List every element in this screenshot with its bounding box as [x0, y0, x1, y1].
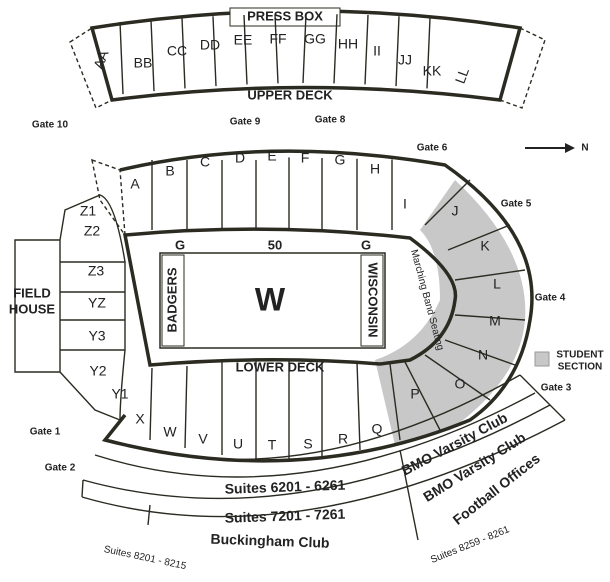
suites-7201-label: Suites 7201 - 7261: [224, 506, 345, 526]
upper-section-ll[interactable]: LL: [452, 65, 472, 85]
lower-section-t[interactable]: T: [268, 437, 277, 453]
upper-section-dd[interactable]: DD: [200, 37, 220, 53]
buckingham-club-label: Buckingham Club: [210, 531, 330, 551]
lower-section-r[interactable]: R: [338, 431, 348, 447]
lower-section-i[interactable]: I: [403, 196, 407, 212]
student-legend-line1: STUDENT: [556, 350, 603, 361]
field-logo: W: [255, 281, 286, 317]
lower-section-a[interactable]: A: [130, 176, 140, 192]
lower-section-n[interactable]: N: [478, 347, 488, 363]
field-house-label-2: HOUSE: [9, 301, 56, 316]
lower-section-p[interactable]: P: [410, 386, 419, 402]
gate-1: Gate 1: [30, 427, 61, 438]
suites-6201-label: Suites 6201 - 6261: [224, 477, 345, 497]
lower-deck-inner: [122, 227, 458, 367]
gate-6: Gate 6: [417, 143, 448, 154]
lower-section-x[interactable]: X: [135, 411, 145, 427]
lower-section-u[interactable]: U: [233, 436, 243, 452]
field-house-label-1: FIELD: [13, 285, 51, 300]
badgers-endzone: [161, 254, 185, 347]
lower-deck-outer: [101, 149, 534, 463]
football-field: [159, 252, 386, 349]
north-label: N: [581, 143, 588, 154]
goal-right-label: G: [361, 237, 371, 252]
student-legend-line2: SECTION: [558, 362, 602, 373]
suites-8201-label: Suites 8201 - 8215: [103, 544, 188, 572]
field-house-section-z1[interactable]: Z1: [80, 203, 97, 219]
upper-section-aa[interactable]: AA: [90, 47, 112, 71]
lower-section-q[interactable]: Q: [372, 421, 383, 437]
upper-section-hh[interactable]: HH: [338, 36, 358, 52]
lower-section-h[interactable]: H: [370, 161, 380, 177]
lower-deck-label: LOWER DECK: [236, 359, 325, 374]
fifty-yard-label: 50: [268, 237, 282, 252]
upper-section-ee[interactable]: EE: [234, 32, 253, 48]
field-house-section-y2[interactable]: Y2: [89, 363, 106, 379]
press-box-label: PRESS BOX: [247, 8, 323, 23]
upper-section-jj[interactable]: JJ: [398, 52, 412, 68]
upper-section-ff[interactable]: FF: [269, 31, 286, 47]
lower-section-g[interactable]: G: [335, 152, 346, 168]
lower-section-c[interactable]: C: [200, 154, 210, 170]
goal-left-label: G: [175, 237, 185, 252]
field-house-section-y1[interactable]: Y1: [111, 386, 128, 402]
gate-5: Gate 5: [501, 199, 532, 210]
field-house-section-z3[interactable]: Z3: [88, 263, 105, 279]
upper-section-cc[interactable]: CC: [167, 43, 187, 59]
lower-section-v[interactable]: V: [198, 431, 208, 447]
gate-2: Gate 2: [45, 463, 76, 474]
student-section-legend-swatch: [534, 351, 550, 367]
wisconsin-endzone: [360, 254, 384, 347]
lower-deck-left-wing: [91, 158, 126, 238]
lower-section-o[interactable]: O: [455, 376, 466, 392]
lower-section-l[interactable]: L: [493, 276, 501, 292]
field-house-outline: [14, 194, 126, 422]
gate-10: Gate 10: [32, 120, 69, 131]
lower-section-f[interactable]: F: [301, 150, 310, 166]
press-box: [229, 7, 341, 27]
lower-section-w[interactable]: W: [163, 424, 177, 440]
student-section-area: [375, 180, 526, 445]
gate-9: Gate 9: [230, 117, 261, 128]
field-house-section-z2[interactable]: Z2: [84, 223, 101, 239]
gate-8: Gate 8: [315, 115, 346, 126]
lower-section-b[interactable]: B: [165, 163, 174, 179]
badgers-endzone-label: BADGERS: [164, 267, 179, 332]
upper-section-ii[interactable]: II: [373, 43, 381, 59]
wisconsin-endzone-label: WISCONSIN: [366, 262, 381, 337]
upper-section-kk[interactable]: KK: [423, 63, 442, 79]
lower-section-s[interactable]: S: [303, 436, 312, 452]
upper-deck-label: UPPER DECK: [247, 87, 333, 102]
lower-section-j[interactable]: J: [452, 203, 459, 219]
lower-section-d[interactable]: D: [235, 150, 245, 166]
gate-4: Gate 4: [535, 293, 566, 304]
upper-deck-left-wing: [69, 26, 113, 109]
suites-8259-label: Suites 8259 - 8261: [429, 524, 511, 566]
field-house-section-y3[interactable]: Y3: [88, 328, 105, 344]
upper-section-bb[interactable]: BB: [134, 55, 153, 71]
lower-section-m[interactable]: M: [489, 313, 501, 329]
gate-3: Gate 3: [541, 383, 572, 394]
field-house-section-yz[interactable]: YZ: [88, 295, 106, 311]
lower-section-k[interactable]: K: [480, 238, 490, 254]
upper-deck-right-wing: [499, 27, 546, 109]
suites-bands: [81, 374, 566, 541]
upper-section-gg[interactable]: GG: [304, 31, 326, 47]
lower-section-e[interactable]: E: [267, 148, 276, 164]
